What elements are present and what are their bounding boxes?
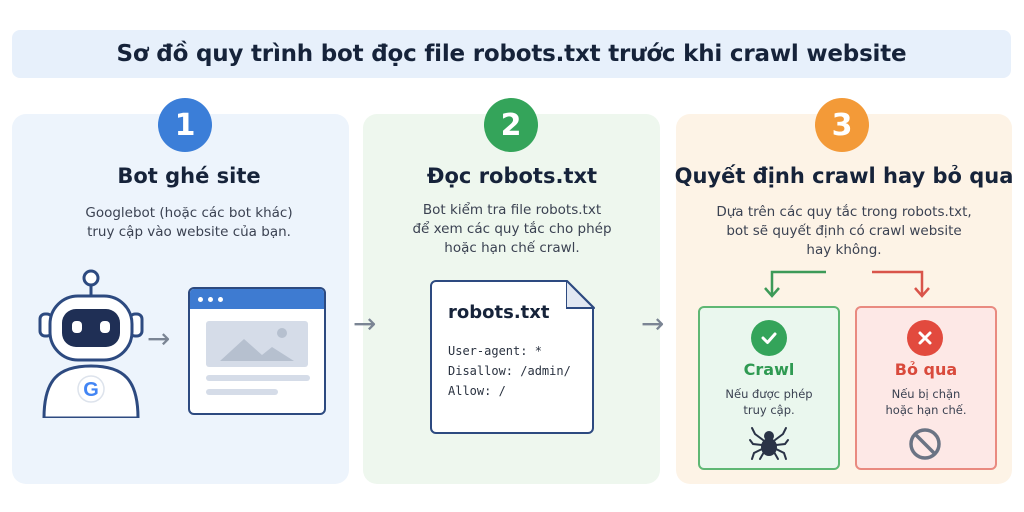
image-placeholder-icon bbox=[206, 321, 310, 395]
file-corner-fold bbox=[566, 280, 595, 309]
robot-icon: G bbox=[38, 269, 144, 418]
browser-window-icon bbox=[188, 287, 326, 415]
step-3-title: Quyết định crawl hay bỏ qua bbox=[674, 164, 1014, 188]
file-line-user-agent: User-agent: * bbox=[448, 344, 542, 358]
no-entry-icon bbox=[909, 428, 941, 460]
step-1-description: Googlebot (hoặc các bot khác) truy cập v… bbox=[85, 205, 293, 240]
step-1-number: 1 bbox=[158, 98, 212, 152]
step-3-description: Dựa trên các quy tắc trong robots.txt, b… bbox=[716, 204, 972, 258]
crawl-description: Nếu được phép truy cập. bbox=[725, 387, 813, 417]
arrow-right-icon: → bbox=[147, 322, 171, 355]
google-logo: G bbox=[83, 379, 99, 401]
branch-arrows bbox=[764, 270, 930, 298]
step-1-title: Bot ghé site bbox=[117, 164, 261, 188]
step-2-description: Bot kiểm tra file robots.txt để xem các … bbox=[412, 202, 612, 256]
file-line-allow: Allow: / bbox=[448, 384, 506, 398]
check-icon bbox=[751, 320, 787, 356]
page-title: Sơ đồ quy trình bot đọc file robots.txt … bbox=[116, 41, 907, 67]
skip-description: Nếu bị chặn hoặc hạn chế. bbox=[885, 387, 967, 417]
skip-title: Bỏ qua bbox=[894, 360, 958, 379]
step-2-number: 2 bbox=[484, 98, 538, 152]
x-icon bbox=[907, 320, 943, 356]
file-name: robots.txt bbox=[448, 302, 550, 323]
browser-title-bar bbox=[190, 289, 324, 309]
arrow-right-icon: → bbox=[641, 307, 665, 340]
title-bar: Sơ đồ quy trình bot đọc file robots.txt … bbox=[12, 30, 1011, 78]
arrow-right-icon: → bbox=[353, 307, 377, 340]
crawl-title: Crawl bbox=[743, 360, 795, 379]
step-2-title: Đọc robots.txt bbox=[426, 164, 598, 188]
file-line-disallow: Disallow: /admin/ bbox=[448, 364, 571, 378]
spider-icon bbox=[749, 427, 789, 460]
step-3-number: 3 bbox=[815, 98, 869, 152]
